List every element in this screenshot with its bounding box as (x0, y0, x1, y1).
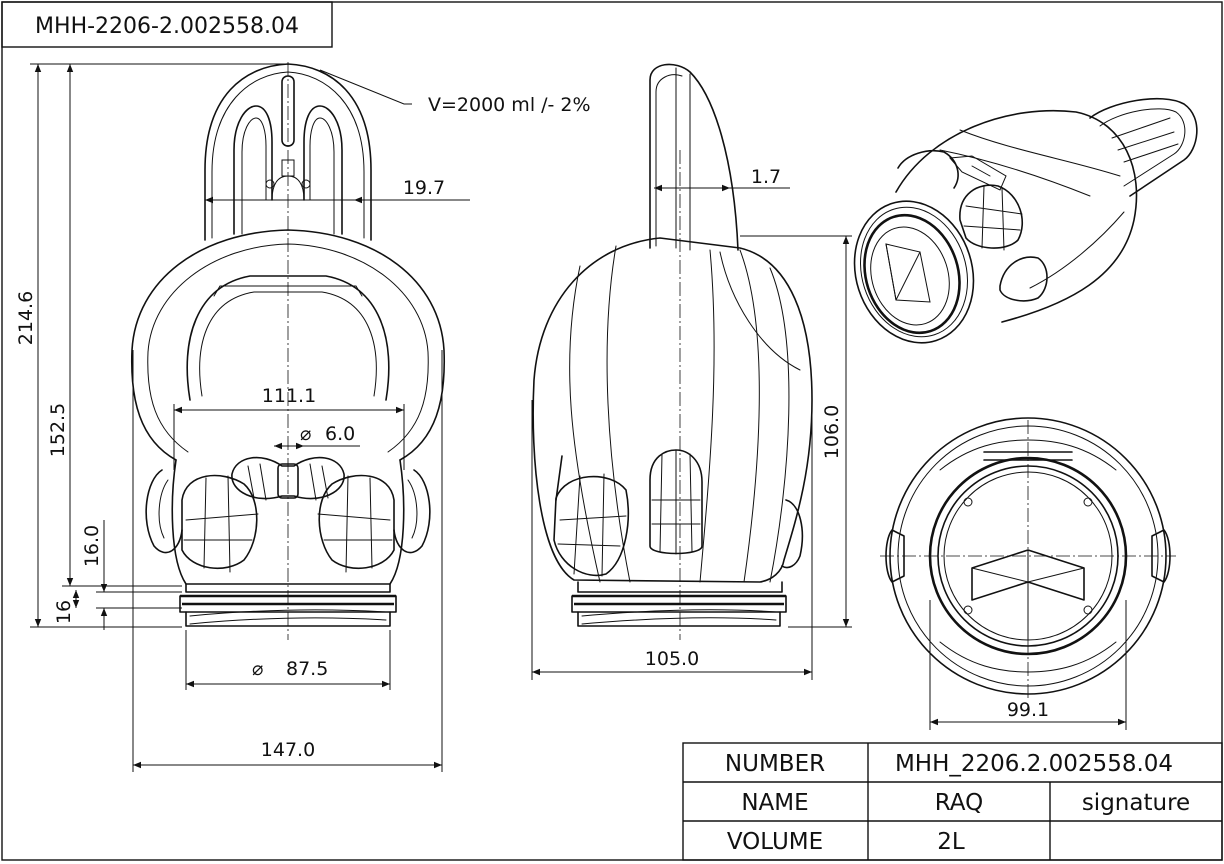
dim-side-depth: 105.0 (645, 648, 699, 670)
front-view (130, 62, 446, 640)
title-label-volume: VOLUME (727, 829, 823, 855)
side-view (532, 63, 813, 640)
dim-opening-width: 99.1 (1007, 699, 1049, 721)
dim-neck-height: 16.0 (81, 525, 103, 567)
side-dimensions: 1.7 106.0 105.0 (531, 166, 852, 680)
title-value-number: MHH_2206.2.002558.04 (895, 751, 1173, 777)
dim-overall-width: 147.0 (261, 739, 315, 761)
volume-note: V=2000 ml /- 2% (428, 94, 591, 116)
dim-side-body-height: 106.0 (821, 405, 843, 459)
dim-neck-diameter: 87.5 (286, 658, 328, 680)
drawing-code-box: MHH-2206-2.002558.04 (1, 1, 333, 48)
bottom-view (880, 417, 1176, 700)
title-label-number: NUMBER (725, 751, 825, 777)
dim-finish-height: 16 (53, 600, 75, 624)
title-value-name: RAQ (935, 790, 983, 816)
title-value-volume: 2L (937, 829, 965, 855)
drawing-code: MHH-2206-2.002558.04 (35, 14, 299, 39)
bottom-dimensions: 99.1 (929, 600, 1127, 730)
dim-body-height: 152.5 (47, 403, 69, 457)
dim-total-height: 214.6 (15, 291, 37, 345)
dim-handle-width: 19.7 (403, 177, 445, 199)
title-block: NUMBER MHH_2206.2.002558.04 NAME RAQ sig… (682, 742, 1223, 861)
dim-hole-diameter-symbol: ⌀ (300, 423, 311, 445)
isometric-view (853, 97, 1198, 344)
dim-handle-thickness: 1.7 (751, 166, 781, 188)
title-label-name: NAME (741, 790, 808, 816)
dim-hole-diameter: 6.0 (325, 423, 355, 445)
title-signature: signature (1082, 790, 1190, 816)
dim-neck-diameter-symbol: ⌀ (252, 658, 263, 680)
dim-shoulder-width: 111.1 (262, 385, 316, 407)
front-dimensions: 214.6 152.5 16.0 16 19.7 V=2000 ml /- 2%… (15, 63, 591, 772)
